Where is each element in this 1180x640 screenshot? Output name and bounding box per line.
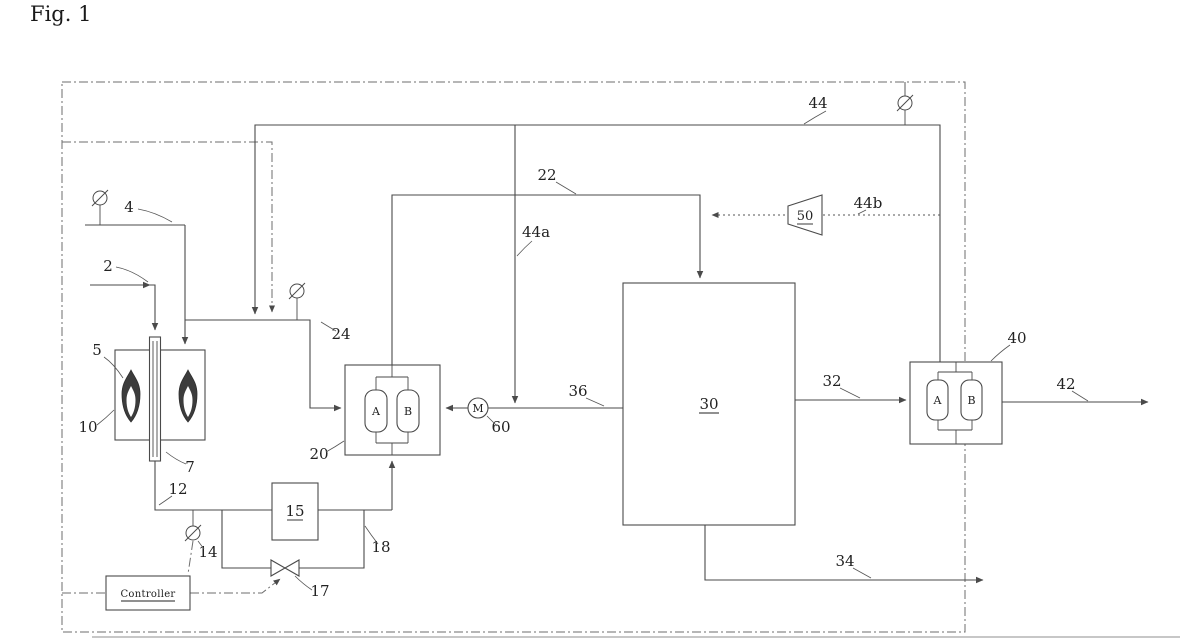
ref-label-36: 36 <box>568 382 587 400</box>
leader-36 <box>585 397 605 407</box>
valve-17 <box>270 559 300 577</box>
ref-label-30: 30 <box>699 395 718 413</box>
ref-label-17: 17 <box>310 582 329 600</box>
gauge-icon <box>288 282 306 300</box>
leader-34 <box>852 567 872 579</box>
reactor30-box <box>622 282 796 526</box>
pipe-bypass-to-valve <box>221 510 271 569</box>
ref-label-42: 42 <box>1056 375 1075 393</box>
burner-unit-10 <box>114 336 206 462</box>
adsorber-unit-40: A B <box>909 361 1003 445</box>
pipe-line-24 <box>185 319 342 412</box>
leader-24 <box>320 321 337 332</box>
controller-box: Controller <box>105 575 191 611</box>
ref-label-44b: 44b <box>854 194 883 212</box>
ref-label-32: 32 <box>822 372 841 390</box>
ref-label-50: 50 <box>797 209 814 224</box>
adsorber20-vessel-a <box>364 389 388 433</box>
reactor-unit-30: 30 <box>622 282 796 526</box>
gauge-icon <box>91 189 109 207</box>
pipe-valve-outlet <box>299 510 365 569</box>
ref-label-5: 5 <box>92 341 102 359</box>
adsorber20-internals <box>375 365 409 455</box>
leader-44a <box>516 240 533 257</box>
process-lines <box>85 82 1149 584</box>
figure-title: Fig. 1 <box>30 2 92 26</box>
boundary-rect <box>61 81 966 633</box>
leader-18 <box>364 525 379 545</box>
controller-rect <box>105 575 191 611</box>
recycle-line-44b <box>711 194 940 236</box>
adsorber40-vessel-a <box>926 379 949 421</box>
leader-10 <box>96 409 115 426</box>
blower-50-label: 50 <box>797 209 814 225</box>
ref-label-4: 4 <box>124 198 134 216</box>
pipe-line-44 <box>251 124 941 362</box>
ref-label-10: 10 <box>78 418 97 436</box>
vessel-a-label: A <box>371 405 381 418</box>
heat-exchanger-15: 15 <box>271 482 319 541</box>
ref-label-44a: 44a <box>522 223 550 241</box>
gauge-icon <box>896 94 914 112</box>
adsorber40-vessel-b <box>960 379 983 421</box>
pipe-line-2-drop <box>150 284 159 331</box>
control-signal-lines <box>62 141 281 594</box>
leader-44 <box>803 110 827 125</box>
lance-inner-lines <box>152 341 158 457</box>
system-boundary <box>61 81 1180 638</box>
valve-icon <box>283 559 300 577</box>
controller-label: Controller <box>120 589 175 600</box>
vessel-b-label: B <box>404 405 412 418</box>
adsorber20-vessel-b <box>396 389 420 433</box>
leader-17 <box>294 575 313 591</box>
motor-60: M <box>467 397 489 419</box>
gauge-icon <box>184 524 202 542</box>
adsorber40-internals <box>937 362 973 444</box>
blower-icon <box>787 194 823 236</box>
ref-label-18: 18 <box>371 538 390 556</box>
signal-line-sensor14-controller <box>187 540 194 575</box>
leader-2 <box>115 266 149 283</box>
ref-label-2: 2 <box>103 257 113 275</box>
hx15-box <box>271 482 319 541</box>
leader-22 <box>555 181 577 195</box>
ref-label-22: 22 <box>537 166 556 184</box>
leader-12 <box>158 495 173 506</box>
reference-labels: 2 4 5 7 10 12 14 17 18 20 22 24 32 <box>78 94 1089 600</box>
leader-4 <box>137 208 173 223</box>
lance-7 <box>148 336 162 462</box>
ref-label-15: 15 <box>285 502 304 520</box>
leader-60 <box>486 415 498 427</box>
leader-40 <box>990 344 1011 362</box>
vessel-b-label: B <box>967 394 975 407</box>
ref-label-40: 40 <box>1007 329 1026 347</box>
leader-44b <box>857 209 867 215</box>
leader-7 <box>165 451 187 465</box>
pipe-line-22 <box>391 194 704 365</box>
ref-label-34: 34 <box>835 552 854 570</box>
adsorber-unit-20: A B <box>344 364 441 456</box>
ref-label-7: 7 <box>185 458 195 476</box>
pipe-line-34 <box>704 525 984 584</box>
motor-label: M <box>472 402 483 415</box>
leader-20 <box>325 440 345 453</box>
leader-14 <box>197 540 205 550</box>
leader-5 <box>103 356 124 379</box>
ref-label-20: 20 <box>309 445 328 463</box>
pipe-line-12 <box>154 461 272 511</box>
valve-icon <box>270 559 287 577</box>
leader-32 <box>839 387 861 399</box>
ref-label-24: 24 <box>331 325 350 343</box>
signal-line-controller-valve <box>190 578 281 594</box>
motor-icon <box>467 397 489 419</box>
leader-42 <box>1071 390 1089 402</box>
vessel-a-label: A <box>933 394 943 407</box>
ref-label-12: 12 <box>168 480 187 498</box>
ref-label-44: 44 <box>808 94 827 112</box>
ref-label-60: 60 <box>491 418 510 436</box>
adsorber20-box <box>344 364 441 456</box>
signal-line-to-mixpoint <box>62 141 275 313</box>
